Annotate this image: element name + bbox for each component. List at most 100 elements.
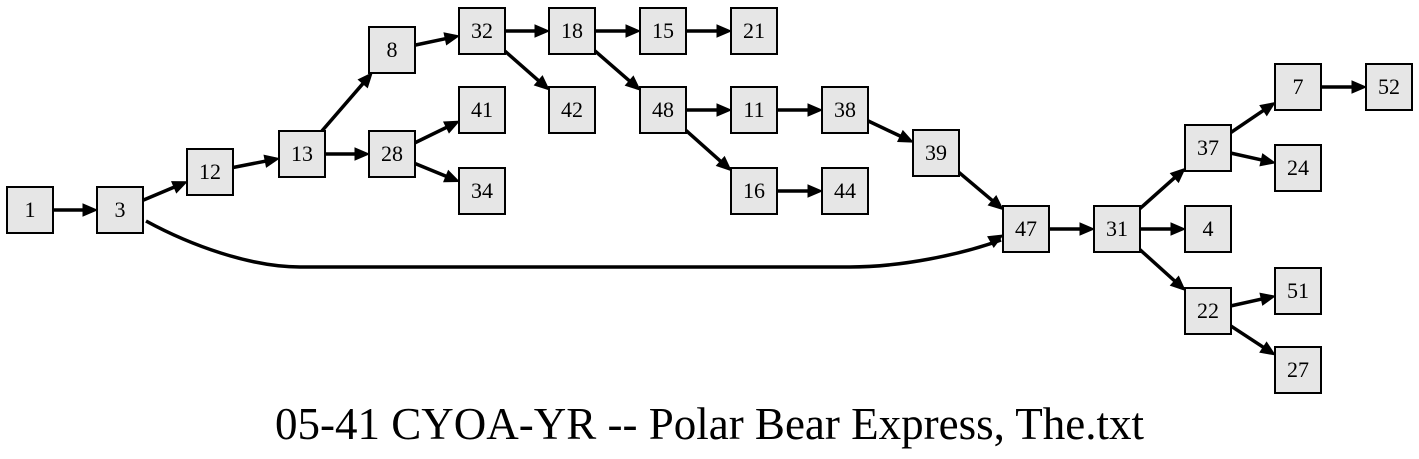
edge-31-to-4 xyxy=(1140,222,1187,236)
arrowhead-icon xyxy=(716,103,733,117)
node-box xyxy=(1274,144,1322,192)
edge-line xyxy=(1230,324,1266,350)
arrowhead-icon xyxy=(443,32,461,46)
edge-22-to-51 xyxy=(1230,292,1277,308)
edge-line xyxy=(503,49,542,84)
node-box xyxy=(1002,205,1050,253)
node-label: 41 xyxy=(471,97,493,122)
edge-48-to-11 xyxy=(686,103,733,117)
edge-28-to-34 xyxy=(414,161,461,183)
node-label: 21 xyxy=(743,18,765,43)
edge-48-to-16 xyxy=(684,129,732,172)
edge-47-to-31 xyxy=(1049,222,1096,236)
node-47: 47 xyxy=(1002,205,1050,253)
edge-18-to-15 xyxy=(595,24,642,38)
node-label: 42 xyxy=(561,97,583,122)
arrowhead-icon xyxy=(807,103,824,117)
node-8: 8 xyxy=(368,26,416,74)
node-24: 24 xyxy=(1274,144,1322,192)
node-box xyxy=(1184,124,1232,172)
edge-line xyxy=(414,124,449,145)
node-38: 38 xyxy=(821,86,869,134)
arrowhead-icon xyxy=(716,24,733,38)
node-34: 34 xyxy=(458,167,506,215)
node-28: 28 xyxy=(368,130,416,178)
node-box xyxy=(1274,346,1322,394)
edge-line xyxy=(320,80,366,133)
arrowhead-icon xyxy=(357,72,373,89)
node-32: 32 xyxy=(458,7,506,55)
node-label: 32 xyxy=(471,18,493,43)
arrowhead-icon xyxy=(1169,167,1186,184)
edge-line xyxy=(1230,297,1264,308)
edge-32-to-42 xyxy=(503,49,550,91)
node-label: 8 xyxy=(387,37,398,62)
node-box xyxy=(6,186,54,234)
arrowhead-icon xyxy=(1259,101,1277,117)
node-label: 11 xyxy=(743,97,764,122)
edge-line xyxy=(684,129,724,164)
node-box xyxy=(730,86,778,134)
arrowhead-icon xyxy=(807,184,824,198)
arrowhead-icon xyxy=(1079,222,1096,236)
arrowhead-icon xyxy=(263,154,281,168)
edge-line xyxy=(1230,107,1267,134)
node-box xyxy=(368,130,416,178)
edge-8-to-32 xyxy=(414,32,461,47)
node-label: 13 xyxy=(291,141,313,166)
node-box xyxy=(96,186,144,234)
node-box xyxy=(458,167,506,215)
node-1: 1 xyxy=(6,186,54,234)
node-box xyxy=(548,7,596,55)
node-label: 24 xyxy=(1287,155,1309,180)
arrowhead-icon xyxy=(534,24,551,38)
edge-31-to-37 xyxy=(1138,167,1186,210)
arrowhead-icon xyxy=(354,147,371,161)
edge-3-to-12 xyxy=(142,181,189,202)
edge-line xyxy=(145,219,1002,269)
edge-7-to-52 xyxy=(1321,80,1368,94)
arrowhead-icon xyxy=(1170,222,1187,236)
node-22: 22 xyxy=(1184,287,1232,335)
node-label: 12 xyxy=(199,159,221,184)
arrowhead-icon xyxy=(533,75,550,91)
edges-layer xyxy=(53,24,1368,356)
node-box xyxy=(186,148,234,196)
node-48: 48 xyxy=(639,86,687,134)
node-label: 37 xyxy=(1197,135,1219,160)
node-label: 15 xyxy=(652,18,674,43)
node-11: 11 xyxy=(730,86,778,134)
node-12: 12 xyxy=(186,148,234,196)
node-52: 52 xyxy=(1365,63,1413,111)
node-box xyxy=(278,130,326,178)
node-label: 7 xyxy=(1293,74,1304,99)
node-4: 4 xyxy=(1184,205,1232,253)
edge-22-to-27 xyxy=(1230,324,1277,356)
node-box xyxy=(821,167,869,215)
node-16: 16 xyxy=(730,167,778,215)
node-3: 3 xyxy=(96,186,144,234)
edge-3-to-47 xyxy=(145,219,1005,269)
node-27: 27 xyxy=(1274,346,1322,394)
edge-31-to-22 xyxy=(1138,248,1186,292)
node-label: 18 xyxy=(561,18,583,43)
node-15: 15 xyxy=(639,7,687,55)
node-label: 39 xyxy=(925,140,947,165)
node-box xyxy=(730,7,778,55)
node-box xyxy=(912,129,960,177)
node-box xyxy=(548,86,596,134)
graph-caption: 05-41 CYOA-YR -- Polar Bear Express, The… xyxy=(274,399,1145,449)
arrowhead-icon xyxy=(443,120,461,134)
node-label: 44 xyxy=(834,178,856,203)
edge-13-to-8 xyxy=(320,72,373,133)
node-box xyxy=(1093,205,1141,253)
arrowhead-icon xyxy=(625,24,642,38)
node-label: 47 xyxy=(1015,216,1037,241)
edge-39-to-47 xyxy=(957,171,1004,211)
arrowhead-icon xyxy=(1169,275,1186,292)
node-41: 41 xyxy=(458,86,506,134)
node-label: 52 xyxy=(1378,74,1400,99)
node-label: 28 xyxy=(381,141,403,166)
